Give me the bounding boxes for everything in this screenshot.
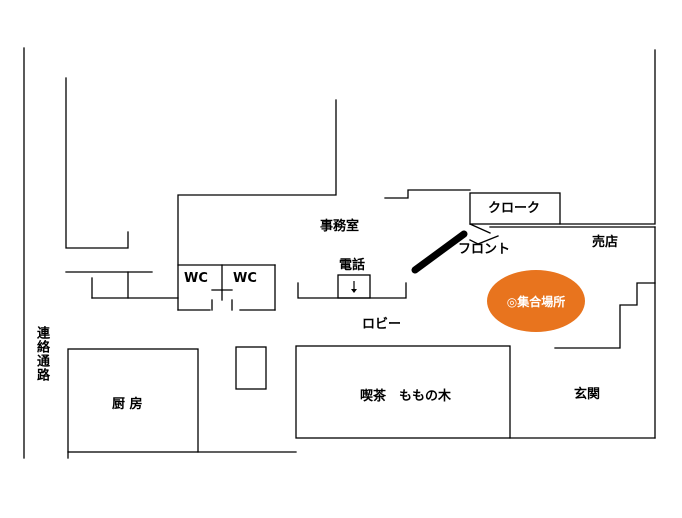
cloak-label: クローク [488,201,541,216]
meeting-point-marker: ◎集合場所 [487,270,585,332]
meeting-point-label: ◎集合場所 [506,294,566,309]
kitchen-room [67,348,199,453]
office-label: 事務室 [320,219,360,234]
corridor-label: 連絡通路 [34,326,49,382]
entrance-label: 玄関 [574,387,601,402]
cafe-label: 喫茶 ももの木 [360,389,452,404]
wc-label-1: WC [184,271,208,286]
front-desk [411,230,468,274]
upper-left-wall [65,77,129,249]
lobby-label: ロビー [362,317,402,332]
phone-box [337,274,371,299]
office-wall [177,99,337,311]
wc-label-2: WC [233,271,257,286]
front-label: フロント [458,242,511,257]
column [235,346,267,390]
cloak-room [469,192,561,225]
shop-label: 売店 [592,235,619,250]
phone-label: 電話 [339,258,366,273]
right-wall [559,49,656,225]
cafe-room [295,345,511,439]
kitchen-label: 厨 房 [112,397,143,412]
